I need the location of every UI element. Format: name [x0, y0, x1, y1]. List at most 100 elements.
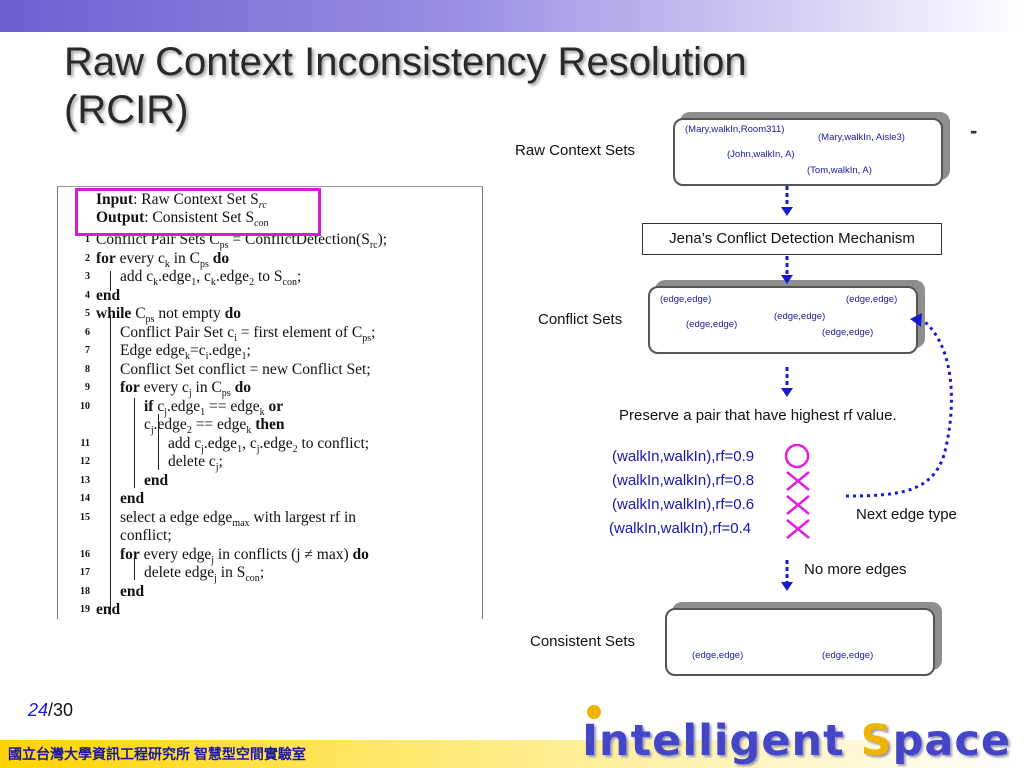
algorithm-line-text: end — [120, 490, 145, 507]
down-arrow-2 — [781, 256, 793, 284]
algorithm-line-number: 2 — [85, 252, 90, 264]
algorithm-line: cj.edge2 == edgek then — [58, 414, 482, 436]
algorithm-line: 2 for every ck in Cps do — [58, 248, 482, 270]
algorithm-line-number: 5 — [85, 308, 90, 319]
logo-dot-icon — [587, 705, 601, 719]
algorithm-line-number: 16 — [80, 548, 90, 560]
dash-mark: - — [970, 118, 978, 143]
rf-pair: (walkIn,walkIn),rf=0.6 — [612, 496, 755, 513]
algorithm-input-line: Input: Raw Context Set Src — [58, 189, 482, 211]
reject-x-mark — [786, 495, 810, 515]
page-total: /30 — [48, 700, 74, 720]
algorithm-line-text: end — [144, 471, 169, 489]
algorithm-line: 9 for every cj in Cps do — [58, 377, 482, 399]
page-current: 24 — [28, 700, 49, 720]
conflict-sets-label: Conflict Sets — [538, 311, 623, 328]
consistent-sets-box: (edge,edge) (edge,edge) — [665, 608, 935, 676]
block-bar — [134, 398, 135, 488]
raw-item: (Tom,walkIn, A) — [807, 165, 872, 176]
slide-title-line-2: (RCIR) — [64, 88, 189, 132]
title-bar-gradient — [0, 0, 1024, 32]
logo-text-s: S — [860, 716, 893, 766]
next-edge-type-label: Next edge type — [856, 506, 957, 523]
algorithm-line: 19 end — [58, 599, 482, 621]
output-text: : Consistent Set S — [144, 209, 255, 226]
block-bar — [110, 271, 111, 291]
conflict-item: (edge,edge) — [822, 327, 874, 338]
algorithm-line-number: 13 — [80, 474, 90, 486]
block-bar — [110, 315, 111, 615]
block-bar — [158, 414, 159, 470]
logo-text-rest: pace — [892, 716, 1012, 766]
algorithm-line: 13 end — [58, 470, 482, 492]
input-keyword: Input — [96, 191, 134, 208]
algorithm-line-text: for every cj in Cps do — [120, 379, 251, 400]
footer-institution-text: 國立台灣大學資訊工程研究所 智慧型空間實驗室 — [8, 746, 306, 762]
algorithm-line-text: Conflict Set conflict = new Conflict Set… — [120, 360, 371, 378]
raw-context-sets-box: (Mary,walkIn,Room311) (Mary,walkIn, Aisl… — [673, 118, 943, 186]
algorithm-output-line: Output: Consistent Set Scon — [58, 207, 482, 229]
algorithm-line: conflict; — [58, 525, 482, 547]
algorithm-line-number: 9 — [85, 382, 90, 393]
raw-context-sets-label: Raw Context Sets — [515, 142, 636, 159]
preserve-text: Preserve a pair that have highest rf val… — [619, 407, 897, 424]
algorithm-line: 15 select a edge edgemax with largest rf … — [58, 507, 482, 529]
reject-x-mark — [786, 519, 810, 539]
intelligent-space-logo: Intelligent Space — [582, 716, 1011, 766]
input-output-highlight-box — [75, 188, 321, 236]
algorithm-line-text: select a edge edgemax with largest rf in — [120, 508, 357, 529]
footer-bar — [0, 740, 1024, 768]
consistent-item: (edge,edge) — [692, 650, 744, 661]
algorithm-line-text: Edge edgek=ci.edge1; — [120, 342, 251, 363]
algorithm-line-number: 19 — [80, 604, 90, 615]
algorithm-panel: Input: Raw Context Set Src Output: Consi… — [57, 186, 483, 619]
slide-title-line-1: Raw Context Inconsistency Resolution — [64, 40, 747, 84]
slide-title: Raw Context Inconsistency Resolution (RC… — [64, 38, 884, 134]
algorithm-line-text: for every ck in Cps do — [96, 249, 230, 270]
algorithm-line: 7 Edge edgek=ci.edge1; — [58, 340, 482, 362]
algorithm-line-number: 14 — [80, 493, 90, 504]
algorithm-line-number: 4 — [85, 289, 90, 301]
algorithm-line-number: 7 — [85, 345, 90, 356]
reject-x-mark — [786, 471, 810, 491]
rf-pair: (walkIn,walkIn),rf=0.8 — [612, 472, 755, 489]
logo-text-main: Intelligent — [582, 716, 861, 766]
conflict-item: (edge,edge) — [774, 311, 826, 322]
down-arrow-3 — [781, 367, 793, 397]
algorithm-line-text: Conflict Pair Set ci = first element of … — [120, 323, 376, 344]
algorithm-line-text: if cj.edge1 == edgek or — [144, 397, 284, 418]
algorithm-line-number: 3 — [85, 271, 90, 282]
algorithm-line-number: 12 — [80, 456, 90, 467]
consistent-item: (edge,edge) — [822, 650, 874, 661]
algorithm-line-number: 11 — [80, 437, 90, 449]
algorithm-line-text: delete edgej in Scon; — [144, 564, 265, 585]
consistent-sets-label: Consistent Sets — [530, 633, 636, 650]
algorithm-line-number: 1 — [85, 234, 90, 245]
loop-back-arrow — [845, 313, 953, 498]
block-bar — [134, 558, 135, 580]
algorithm-line-text: conflict; — [120, 527, 172, 544]
algorithm-line: 11 add cj.edge1, cj.edge2 to conflict; — [58, 433, 482, 455]
keep-circle-mark — [784, 443, 810, 469]
algorithm-line-text: for every edgej in conflicts (j ≠ max) d… — [120, 545, 369, 566]
algorithm-line: 6 Conflict Pair Set ci = first element of… — [58, 322, 482, 344]
algorithm-line-text: add cj.edge1, cj.edge2 to conflict; — [168, 434, 370, 455]
algorithm-line-number: 6 — [85, 326, 90, 338]
algorithm-line-number: 8 — [85, 363, 90, 375]
algorithm-line: 8 Conflict Set conflict = new Conflict Se… — [58, 359, 482, 381]
algorithm-line-text: end — [96, 601, 121, 618]
conflict-item: (edge,edge) — [686, 319, 738, 330]
input-text: : Raw Context Set S — [133, 191, 259, 208]
raw-item: (Mary,walkIn,Room311) — [685, 124, 785, 135]
algorithm-line-number: 15 — [80, 511, 90, 523]
algorithm-line-text: cj.edge2 == edgek then — [144, 416, 285, 437]
page-number: 24/30 — [28, 700, 73, 721]
no-more-edges-label: No more edges — [804, 561, 907, 578]
